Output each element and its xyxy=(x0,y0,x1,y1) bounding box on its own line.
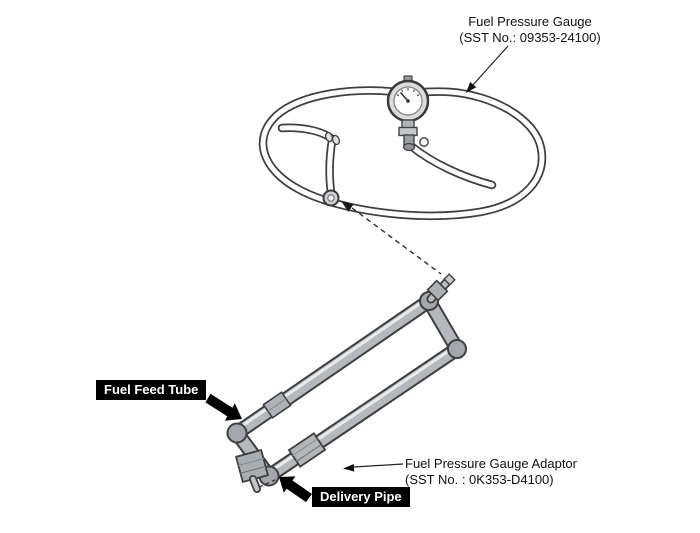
gauge-callout-line2: (SST No.: 09353-24100) xyxy=(459,30,601,45)
adaptor-callout-line1: Fuel Pressure Gauge Adaptor xyxy=(405,456,577,471)
adaptor-leader-line xyxy=(343,463,404,472)
adaptor-small-fitting-icon xyxy=(262,391,292,419)
connection-dashed-line xyxy=(341,201,442,275)
pressure-gauge-icon xyxy=(386,75,430,152)
gauge-leader-line xyxy=(466,45,509,93)
adaptor-delivery-fitting-icon xyxy=(234,448,270,493)
adaptor-assembly xyxy=(226,273,467,493)
fuel-feed-tube-label: Fuel Feed Tube xyxy=(96,380,207,400)
gauge-callout-line1: Fuel Pressure Gauge xyxy=(468,14,592,29)
adaptor-callout-line2: (SST No. : 0K353-D4100) xyxy=(405,472,554,487)
connection-arrowhead-icon xyxy=(341,201,354,212)
delivery-dashed-line xyxy=(258,478,278,488)
adaptor-gauge-nipple-icon xyxy=(426,273,456,304)
fuel-feed-arrow-icon xyxy=(205,393,242,421)
adaptor-union-nut-icon xyxy=(287,432,327,468)
gauge-hose xyxy=(258,86,547,220)
gauge-callout: Fuel Pressure Gauge (SST No.: 09353-2410… xyxy=(420,14,640,46)
adaptor-callout: Fuel Pressure Gauge Adaptor (SST No. : 0… xyxy=(405,456,577,488)
delivery-pipe-arrow-icon xyxy=(279,476,312,503)
delivery-pipe-label: Delivery Pipe xyxy=(312,487,410,507)
hose-end-fitting-icon xyxy=(322,189,340,207)
hose-clip-icon xyxy=(324,131,341,146)
